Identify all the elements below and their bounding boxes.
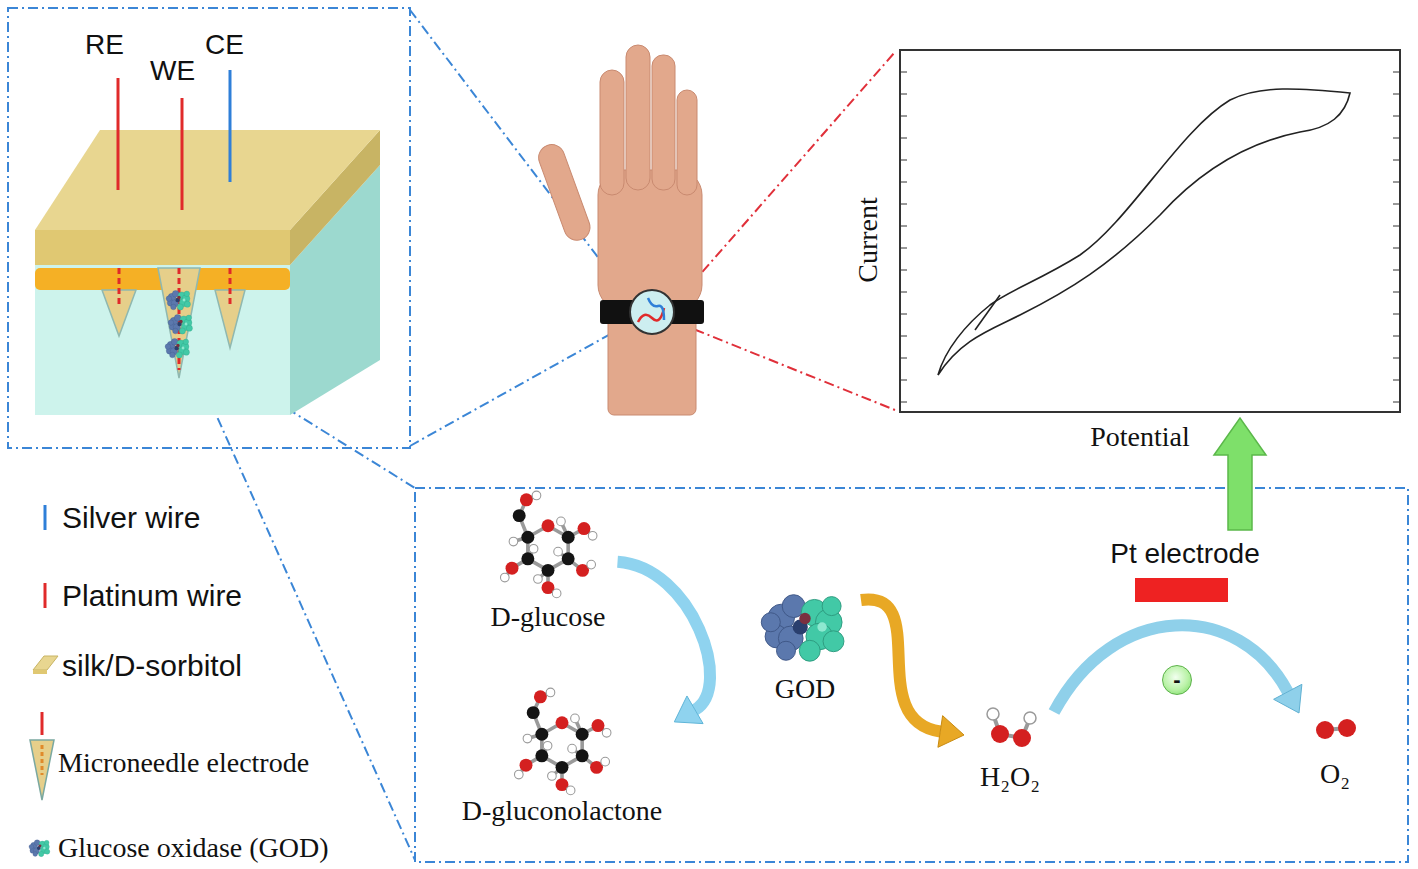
legend-text: Glucose oxidase (GOD) bbox=[58, 831, 329, 865]
arrow-body bbox=[618, 562, 711, 710]
reaction-node: D-gluconolactone bbox=[458, 680, 667, 830]
legend-text: Microneedle electrode bbox=[58, 746, 309, 780]
callout-lines-red bbox=[676, 52, 895, 410]
node-text: D-gluconolactone bbox=[462, 794, 663, 828]
axis-label: Potential bbox=[1090, 420, 1190, 454]
electrode-label: CE bbox=[205, 28, 244, 62]
legend-item: Silver wire bbox=[62, 500, 200, 536]
reaction-arrow bbox=[618, 562, 711, 724]
electron-circle: - bbox=[1162, 665, 1192, 695]
legend-samples bbox=[29, 505, 58, 857]
reaction-frame bbox=[415, 488, 1408, 862]
arrow-body bbox=[861, 599, 940, 731]
node-text: - bbox=[1173, 669, 1180, 691]
cv-plot bbox=[900, 50, 1400, 412]
h2o2-molecule bbox=[987, 708, 1036, 747]
signal-arrow bbox=[1214, 418, 1266, 530]
legend-text: Silver wire bbox=[62, 500, 200, 536]
microneedle-patch bbox=[35, 70, 380, 415]
pt-electrode-bar bbox=[1135, 578, 1228, 602]
reaction-node: Pt electrode bbox=[1106, 535, 1263, 573]
inset-frame bbox=[8, 8, 410, 448]
gluconolactone-molecule bbox=[514, 688, 610, 795]
o2-molecule bbox=[1316, 719, 1356, 739]
axis-label: Current bbox=[851, 197, 885, 283]
legend-item: Glucose oxidase (GOD) bbox=[58, 831, 329, 865]
electrode-label: WE bbox=[150, 54, 195, 88]
electrode-label: RE bbox=[85, 28, 124, 62]
arrow-body bbox=[1054, 625, 1288, 712]
reaction-node: GOD bbox=[757, 585, 853, 708]
hand-with-sensor bbox=[535, 45, 704, 415]
reaction-node: O₂ bbox=[1305, 705, 1365, 793]
node-text: H₂O₂ bbox=[974, 760, 1046, 794]
legend-item: Platinum wire bbox=[62, 578, 242, 614]
reaction-arrow bbox=[861, 599, 964, 747]
reaction-node: D-glucose bbox=[486, 488, 609, 636]
glucose-molecule bbox=[500, 491, 596, 598]
arrow-head bbox=[938, 716, 964, 748]
arrow-head bbox=[674, 696, 703, 724]
legend-item: silk/D-sorbitol bbox=[62, 648, 242, 684]
arrow-head bbox=[1274, 684, 1302, 713]
legend-text: silk/D-sorbitol bbox=[62, 648, 242, 684]
node-text: D-glucose bbox=[490, 600, 605, 634]
reaction-arrow bbox=[1054, 625, 1302, 713]
legend-item: Microneedle electrode bbox=[58, 746, 309, 780]
reaction-node: H₂O₂ bbox=[970, 700, 1050, 796]
enzyme-icon bbox=[761, 595, 844, 662]
legend-text: Platinum wire bbox=[62, 578, 242, 614]
node-text: O₂ bbox=[1309, 757, 1361, 791]
node-text: GOD bbox=[761, 672, 849, 706]
node-text: Pt electrode bbox=[1110, 537, 1259, 571]
